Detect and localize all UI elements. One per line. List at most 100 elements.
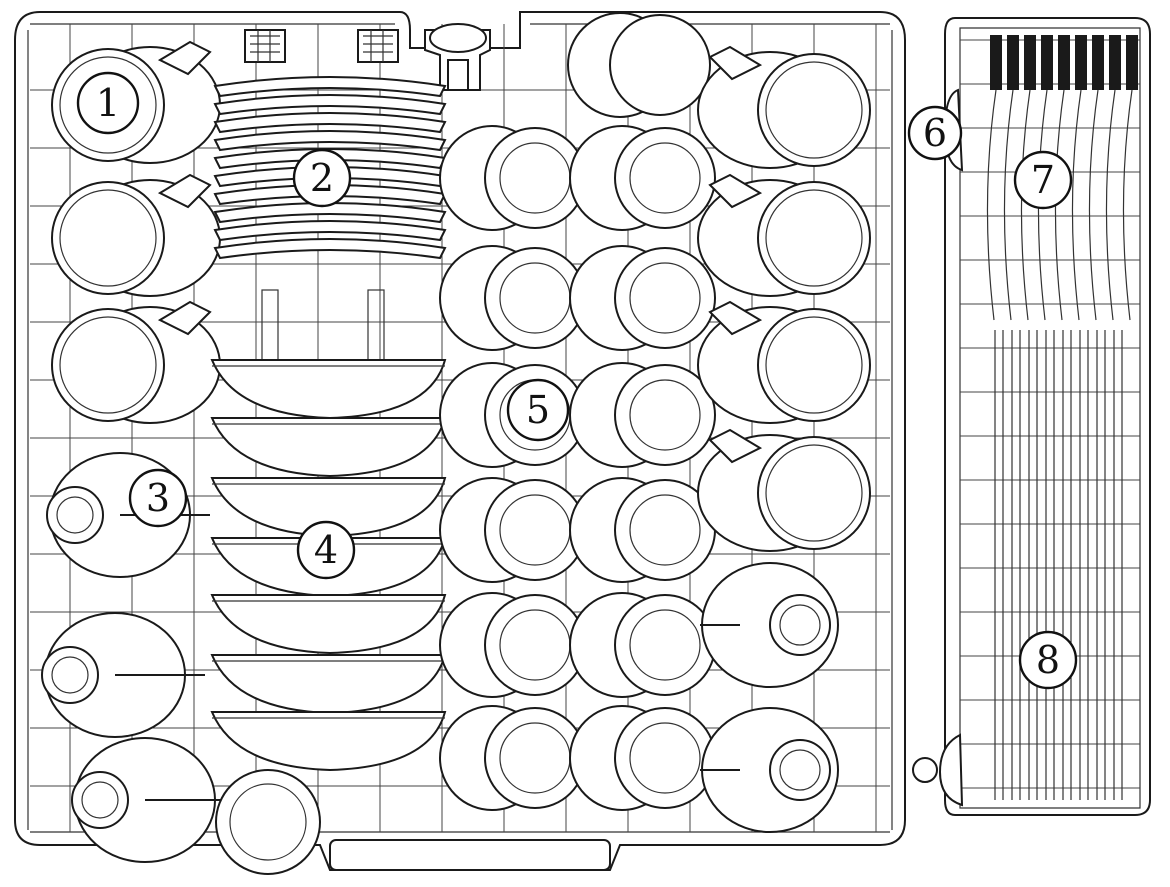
callout-5: 5 <box>506 378 570 442</box>
knife <box>1079 330 1089 800</box>
cup-rim <box>629 609 701 681</box>
callout-3-label: 3 <box>146 476 170 520</box>
plate-clip <box>157 300 212 336</box>
cup-rim <box>629 142 701 214</box>
basket-knob <box>912 88 964 807</box>
rack-clips <box>244 29 399 63</box>
mug-opening <box>769 594 831 656</box>
callout-8-label: 8 <box>1036 638 1060 682</box>
callout-6: 6 <box>907 105 963 161</box>
bowl <box>210 654 447 715</box>
plate-clip <box>157 173 212 209</box>
cup-rim <box>629 494 701 566</box>
bowls <box>210 359 447 772</box>
basket-handle <box>329 23 611 871</box>
plates-left <box>51 40 221 424</box>
callout-8: 8 <box>1018 630 1078 690</box>
fork-head <box>990 35 1002 90</box>
fork-head <box>1058 35 1070 90</box>
mug-inner <box>51 656 89 694</box>
fork-head <box>1126 35 1138 90</box>
callout-7: 7 <box>1013 150 1073 210</box>
plate <box>757 181 871 295</box>
fork-handle <box>1071 89 1082 321</box>
stacked-plate <box>213 94 447 116</box>
plate <box>51 181 165 295</box>
knife <box>1062 330 1072 800</box>
cup-top <box>567 12 711 118</box>
plate-clip <box>708 173 763 209</box>
knife <box>1045 330 1055 800</box>
cup <box>609 14 711 116</box>
knife <box>994 330 1004 800</box>
fork-handle <box>1105 89 1116 321</box>
mug-inner <box>56 496 94 534</box>
knife <box>1113 330 1123 800</box>
fork-head <box>1024 35 1036 90</box>
mug-inner <box>779 604 821 646</box>
mug-inner <box>779 749 821 791</box>
bowl <box>210 359 447 420</box>
mug-inner <box>81 781 119 819</box>
cup-rim <box>629 379 701 451</box>
stacked-plate <box>213 238 447 260</box>
callout-5-label: 5 <box>526 388 550 432</box>
callout-7-label: 7 <box>1031 158 1055 202</box>
plate-rim <box>765 444 863 542</box>
cups-middle <box>439 12 716 811</box>
stacked-plate <box>213 112 447 134</box>
plate-clip <box>708 300 763 336</box>
callout-4-label: 4 <box>314 528 338 572</box>
knife <box>1028 330 1038 800</box>
stack-post <box>261 289 279 361</box>
plate-stack <box>213 76 447 361</box>
knife <box>1096 330 1106 800</box>
callout-2-label: 2 <box>310 156 334 200</box>
plate-clip <box>708 45 763 81</box>
callout-2: 2 <box>292 148 352 208</box>
stacked-plate <box>213 202 447 224</box>
plate-clip <box>708 428 763 464</box>
plate <box>51 308 165 422</box>
callout-1-label: 1 <box>96 81 120 125</box>
bowl <box>210 417 447 478</box>
callout-3: 3 <box>128 468 188 528</box>
bowl <box>210 711 447 772</box>
fork-head <box>1092 35 1104 90</box>
mug-opening <box>71 771 129 829</box>
plate-clip <box>157 40 212 76</box>
mugs-left <box>41 452 235 863</box>
plate-rim <box>765 189 863 287</box>
fork-handle <box>986 89 997 321</box>
stacked-plate <box>213 130 447 152</box>
plate <box>757 53 871 167</box>
callout-4: 4 <box>296 520 356 580</box>
plate <box>757 436 871 550</box>
mug-opening <box>41 646 99 704</box>
stacked-plate <box>213 220 447 242</box>
fork-handle <box>1020 89 1031 321</box>
plate-rim <box>59 56 157 154</box>
stack-post <box>367 289 385 361</box>
callout-6-label: 6 <box>923 111 947 155</box>
small-plate-bottom <box>215 769 321 875</box>
fork-head <box>1007 35 1019 90</box>
mug-opening <box>46 486 104 544</box>
cup-rim <box>629 262 701 334</box>
mug-opening <box>769 739 831 801</box>
plate-rim <box>59 189 157 287</box>
plates-right <box>697 45 871 552</box>
fork-head <box>1109 35 1121 90</box>
fork-head <box>1041 35 1053 90</box>
plate <box>757 308 871 422</box>
plate-rim <box>765 61 863 159</box>
fork-handle <box>1088 89 1099 321</box>
cup-rim <box>629 722 701 794</box>
fork-head <box>1075 35 1087 90</box>
plate-rim <box>59 316 157 414</box>
stacked-plate <box>213 76 447 98</box>
fork-handle <box>1003 89 1014 321</box>
knife <box>1011 330 1021 800</box>
bowl <box>210 594 447 655</box>
